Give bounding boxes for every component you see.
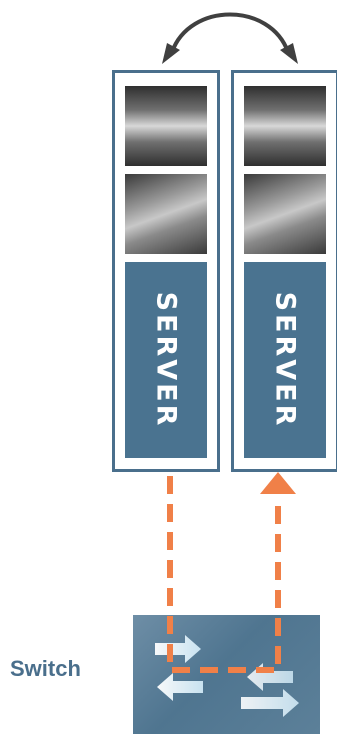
server-left-chassis: SERVER: [120, 78, 212, 464]
server-right-drive-bottom: [244, 174, 326, 254]
server-left-drive-bottom: [125, 174, 207, 254]
server-left-drive-top: [125, 86, 207, 166]
curved-double-arrow-icon: [162, 12, 298, 64]
server-right: SERVER: [231, 70, 337, 472]
dashed-link-arrow-icon: [167, 472, 296, 673]
switch-box: [133, 615, 320, 734]
server-left: SERVER: [112, 70, 220, 472]
server-right-chassis: SERVER: [239, 78, 331, 464]
server-right-body: SERVER: [244, 262, 326, 458]
switch-label: Switch: [10, 656, 81, 681]
server-left-body: SERVER: [125, 262, 207, 458]
server-right-drive-top: [244, 86, 326, 166]
